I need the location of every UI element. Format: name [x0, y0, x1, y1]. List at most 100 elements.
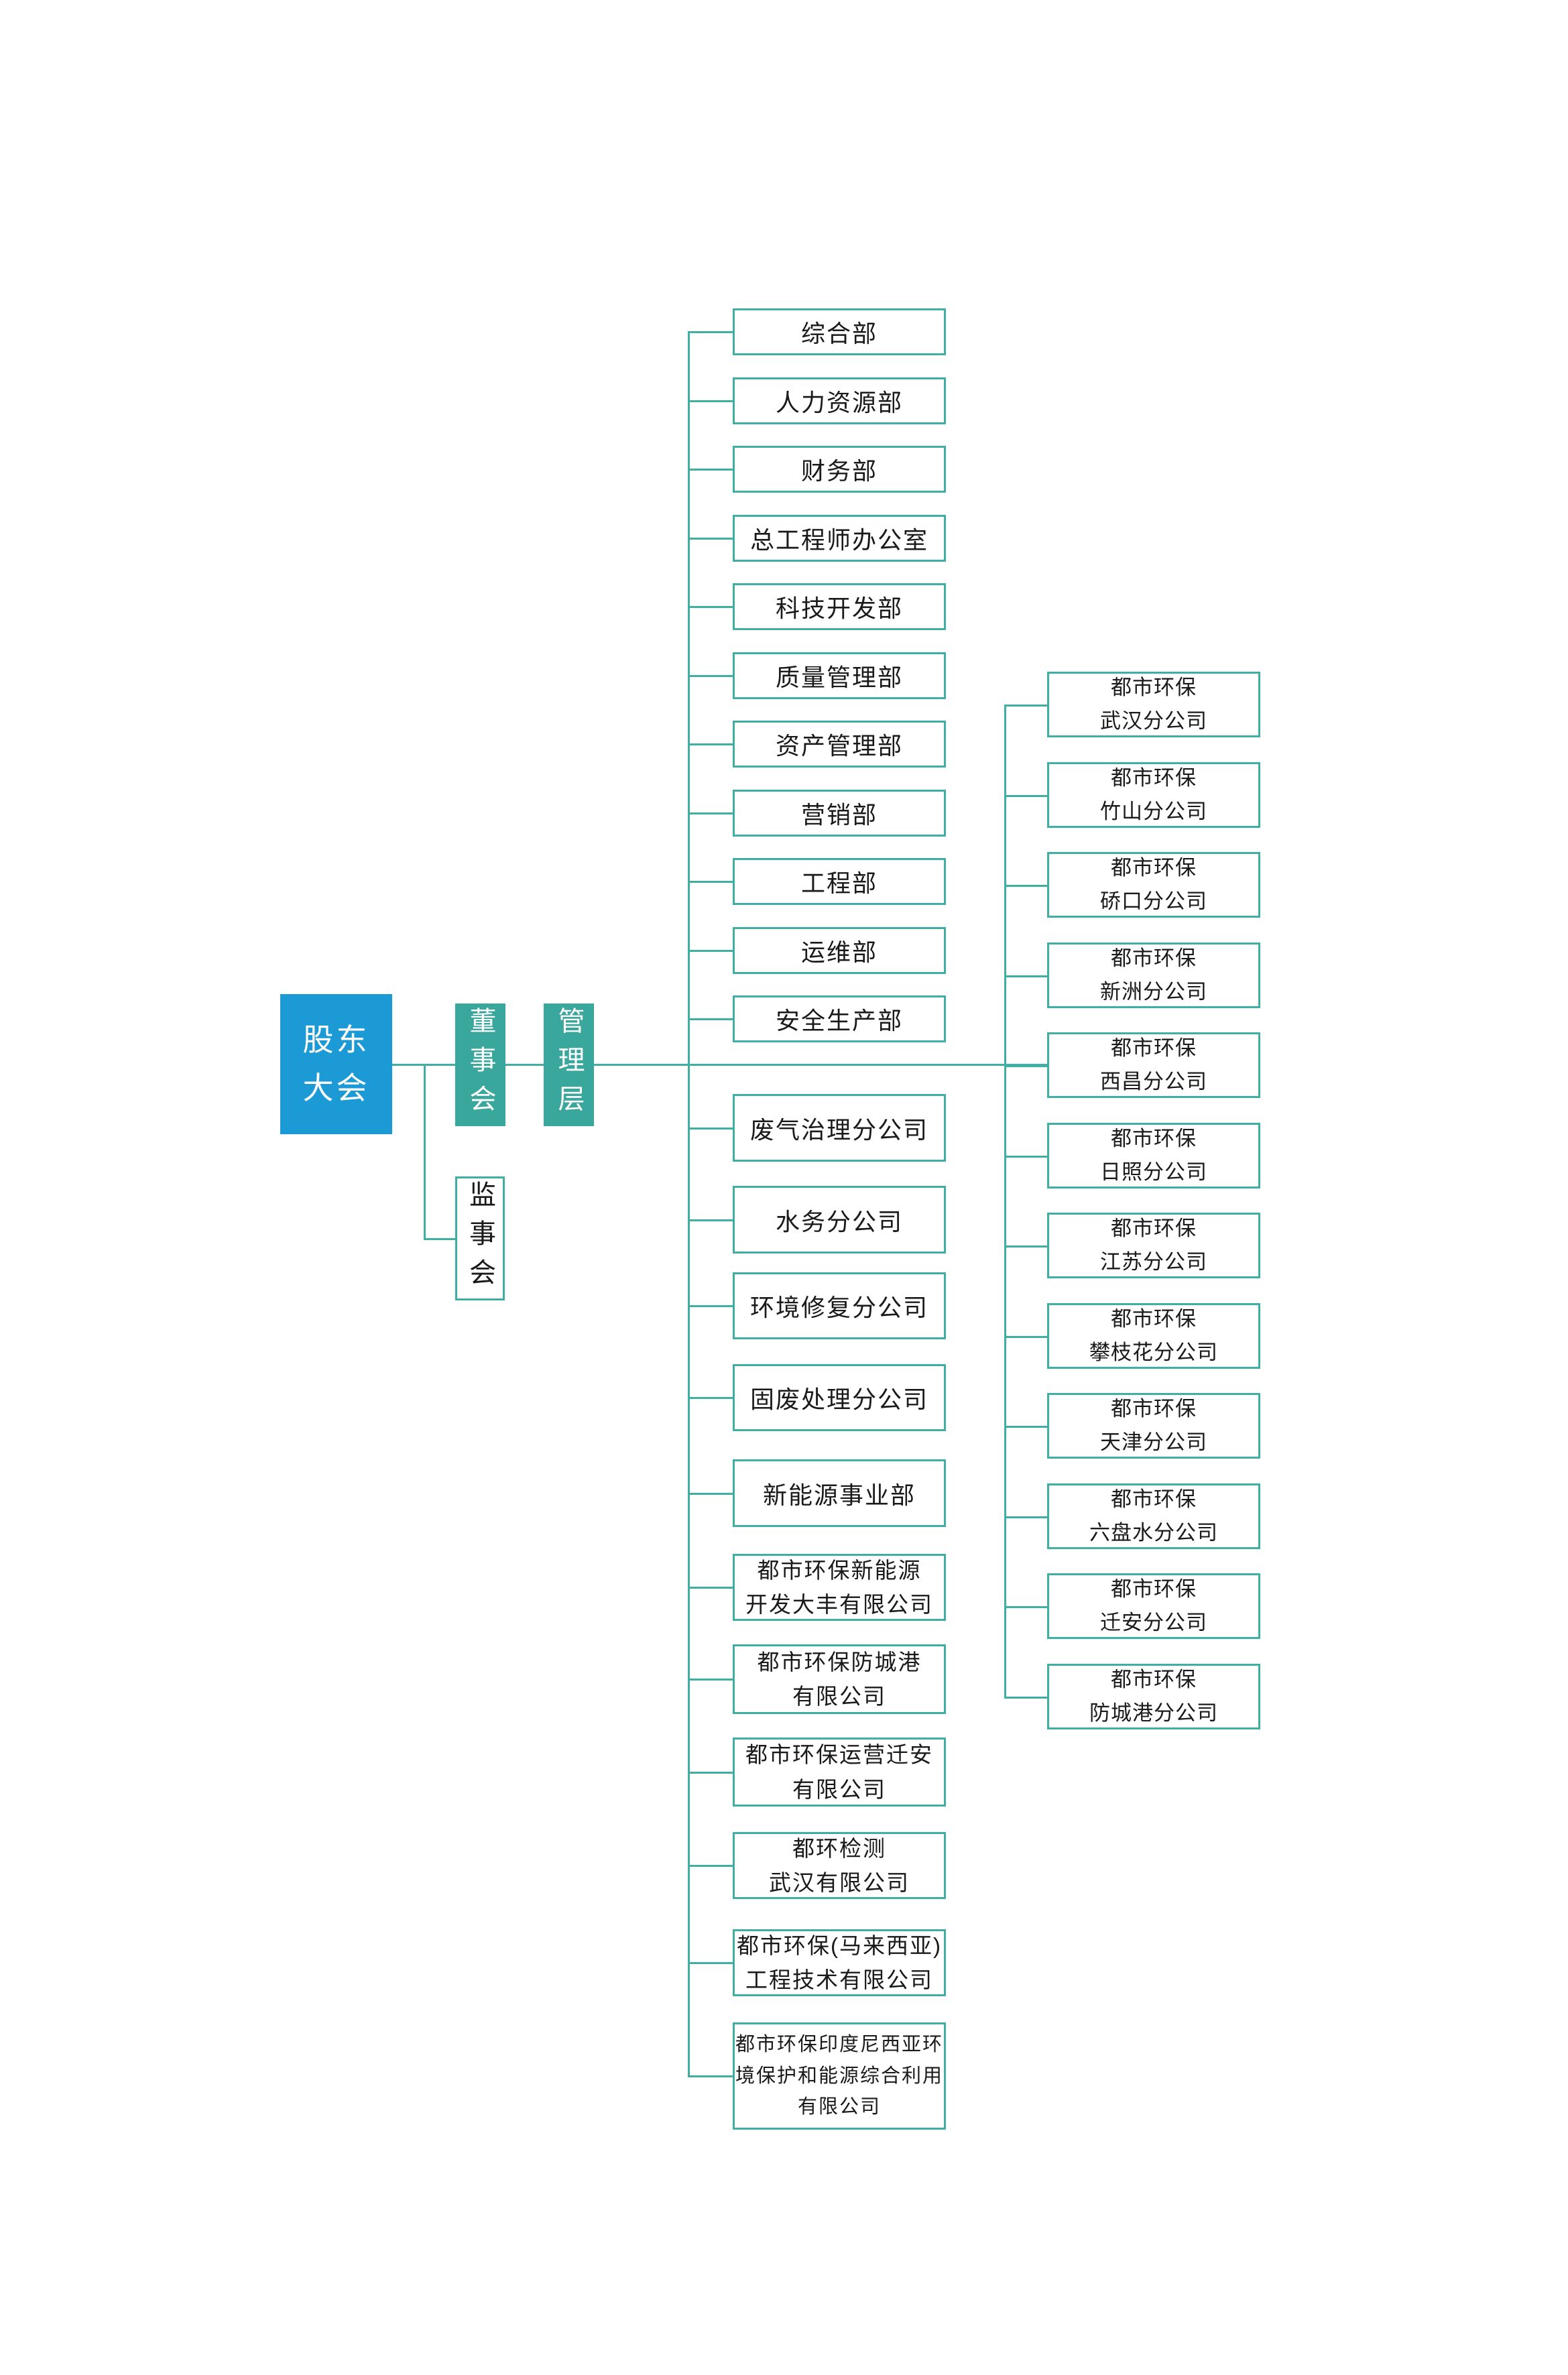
branch-company-node: 都市环保攀枝花分公司: [1047, 1303, 1260, 1369]
connector-line: [688, 331, 733, 333]
branch-company-node: 都市环保新洲分公司: [1047, 942, 1260, 1008]
org-node-label: 迁安分公司: [1100, 1611, 1207, 1634]
subsidiary-node: 都市环保新能源开发大丰有限公司: [733, 1554, 946, 1621]
branch-company-node: 都市环保武汉分公司: [1047, 672, 1260, 737]
connector-line: [1004, 1065, 1047, 1067]
org-node-label: 都市环保: [1111, 1216, 1197, 1240]
branch-company-node: 都市环保日照分公司: [1047, 1123, 1260, 1189]
org-node-label: 工程技术有限公司: [745, 1967, 933, 1992]
subsidiary-node: 都市环保防城港有限公司: [733, 1644, 946, 1714]
department-node: 财务部: [733, 446, 946, 493]
connector-line: [688, 1128, 733, 1130]
department-node: 运维部: [733, 927, 946, 974]
department-node: 营销部: [733, 790, 946, 837]
connector-line: [505, 1064, 544, 1066]
org-node-shareholders-meeting: 股东大会: [280, 994, 392, 1134]
connector-line: [1004, 1245, 1047, 1247]
org-node-label: 西昌分公司: [1100, 1070, 1207, 1093]
connector-line: [1004, 975, 1047, 977]
subsidiary-node: 都市环保运营迁安有限公司: [733, 1738, 946, 1807]
connector-line: [688, 332, 690, 2076]
org-node-label: 天津分公司: [1100, 1430, 1207, 1454]
org-node-label: 工程部: [800, 869, 878, 897]
org-node-label: 都市环保: [1111, 1126, 1197, 1150]
connector-line: [1004, 1697, 1047, 1699]
org-node-label: 总工程师办公室: [749, 526, 928, 554]
branch-company-node: 都市环保江苏分公司: [1047, 1213, 1260, 1278]
subsidiary-node: 新能源事业部: [733, 1459, 946, 1527]
org-node-label: 有限公司: [792, 1776, 886, 1802]
org-node-label: 质量管理部: [775, 664, 903, 691]
connector-line: [1004, 1156, 1047, 1158]
org-node-label: 都市环保: [1111, 1487, 1197, 1511]
connector-line: [688, 675, 733, 677]
org-node-label: 日照分公司: [1100, 1160, 1207, 1184]
org-node-label: 新洲分公司: [1100, 980, 1207, 1003]
department-node: 工程部: [733, 858, 946, 905]
connector-line: [688, 1493, 733, 1495]
branch-company-node: 都市环保防城港分公司: [1047, 1664, 1260, 1729]
org-node-label: 安全生产部: [775, 1007, 903, 1034]
org-node-label: 都市环保: [1111, 675, 1197, 699]
org-node-label: 科技开发部: [775, 595, 903, 622]
connector-line: [688, 2075, 733, 2077]
connector-line: [1004, 1426, 1047, 1428]
subsidiary-node: 水务分公司: [733, 1186, 946, 1254]
org-node-label: 都市环保: [1111, 1036, 1197, 1060]
org-node-management: 管理层: [544, 1003, 594, 1126]
org-node-label: 都市环保: [1111, 1396, 1197, 1420]
connector-line: [688, 606, 733, 608]
branch-company-node: 都市环保迁安分公司: [1047, 1573, 1260, 1639]
subsidiary-node: 都市环保(马来西亚) 工程技术有限公司: [733, 1929, 946, 1996]
org-node-label: 硚口分公司: [1100, 890, 1207, 913]
org-node-label: 六盘水分公司: [1089, 1521, 1218, 1544]
department-node: 总工程师办公室: [733, 515, 946, 562]
org-node-label: 武汉分公司: [1100, 709, 1207, 733]
org-node-label: 都市环保运营迁安: [745, 1742, 933, 1768]
connector-line: [1004, 1336, 1047, 1338]
org-node-label: 新能源事业部: [762, 1481, 916, 1509]
connector-line: [688, 1865, 733, 1867]
connector-line: [1004, 1606, 1047, 1608]
org-node-supervisory-board: 监事会: [455, 1176, 505, 1300]
org-node-label: 有限公司: [792, 1684, 886, 1709]
subsidiary-node: 环境修复分公司: [733, 1272, 946, 1339]
department-node: 安全生产部: [733, 995, 946, 1042]
connector-line: [688, 950, 733, 952]
branch-company-node: 都市环保西昌分公司: [1047, 1032, 1260, 1098]
org-node-label: 都市环保印度尼西亚环: [735, 2034, 943, 2056]
org-node-board-of-directors: 董事会: [455, 1003, 505, 1126]
connector-line: [688, 743, 733, 745]
org-node-label: 都市环保防城港: [757, 1649, 922, 1674]
connector-line: [688, 1962, 733, 1964]
org-node-label: 水务分公司: [775, 1207, 903, 1235]
subsidiary-node: 废气治理分公司: [733, 1094, 946, 1162]
org-node-label: 都市环保: [1111, 946, 1197, 970]
connector-line: [688, 1772, 733, 1774]
connector-line: [594, 1064, 1047, 1066]
department-node: 综合部: [733, 308, 946, 355]
org-node-label: 竹山分公司: [1100, 800, 1207, 823]
connector-line: [1004, 1516, 1047, 1518]
branch-company-node: 都市环保六盘水分公司: [1047, 1483, 1260, 1549]
org-node-label: 都市环保新能源: [757, 1557, 922, 1583]
org-node-label: 江苏分公司: [1100, 1250, 1207, 1274]
connector-line: [424, 1238, 455, 1240]
org-node-label: 都环检测: [792, 1835, 886, 1861]
org-node-label: 人力资源部: [775, 389, 903, 416]
org-node-label: 财务部: [800, 457, 878, 485]
connector-line: [688, 469, 733, 471]
branch-company-node: 都市环保天津分公司: [1047, 1393, 1260, 1459]
branch-company-node: 都市环保硚口分公司: [1047, 852, 1260, 918]
org-node-label: 攀枝花分公司: [1089, 1341, 1218, 1364]
connector-line: [688, 1305, 733, 1307]
org-node-label: 开发大丰有限公司: [745, 1592, 933, 1617]
subsidiary-node: 都市环保印度尼西亚环境保护和能源综合利用有限公司: [733, 2022, 946, 2130]
connector-line: [1004, 705, 1047, 707]
org-node-label: 环境修复分公司: [749, 1294, 928, 1321]
connector-line: [688, 538, 733, 540]
department-node: 资产管理部: [733, 721, 946, 768]
org-node-label: 都市环保: [1111, 855, 1197, 879]
org-node-label: 都市环保(马来西亚): [737, 1933, 942, 1958]
connector-line: [1004, 795, 1047, 797]
